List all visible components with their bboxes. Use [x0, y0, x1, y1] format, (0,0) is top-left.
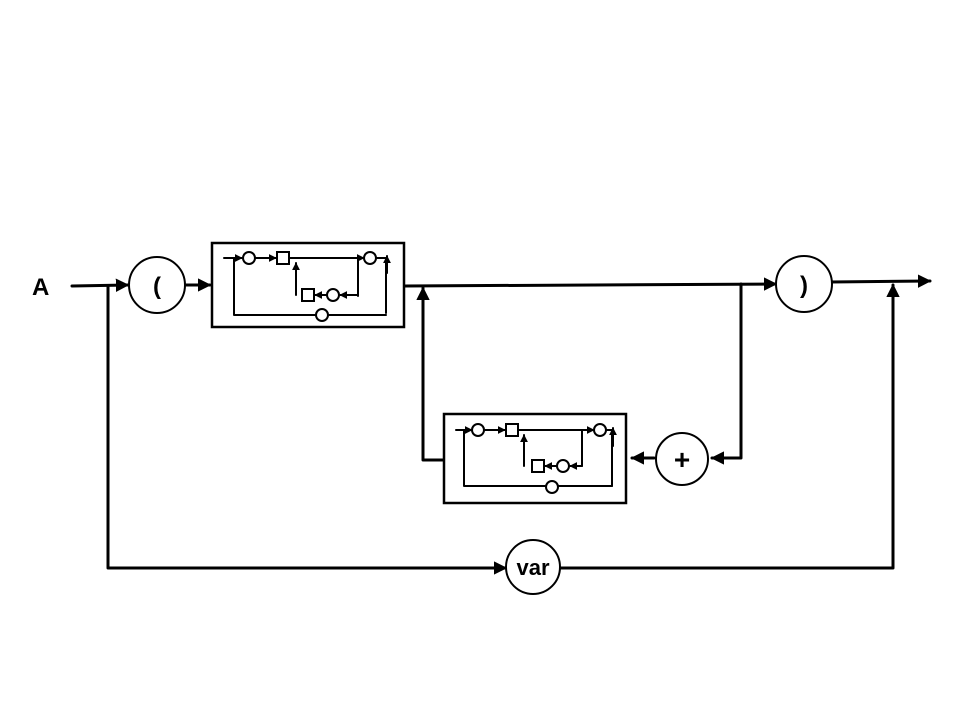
nonterminal-label: A: [32, 274, 49, 301]
exit-wire: [828, 274, 932, 288]
close-paren-text: ): [800, 272, 808, 299]
var-text: var: [516, 555, 549, 580]
main-wires: [70, 274, 932, 575]
var-bypass-in-wire: [106, 284, 508, 575]
plus-terminal: +: [655, 432, 709, 486]
entry-wire: [70, 278, 130, 292]
repeat-up-wire: [416, 286, 446, 462]
repeat-down-wire: [710, 282, 743, 465]
plus-text: +: [674, 444, 690, 475]
var-terminal: var: [505, 539, 561, 595]
nested-diagram-box-top: [210, 241, 406, 329]
nested-diagram-box-bottom: [442, 412, 628, 505]
open-paren-terminal: (: [128, 256, 186, 314]
close-paren-terminal: ): [775, 255, 833, 313]
var-bypass-out-wire: [558, 283, 900, 570]
open-paren-text: (: [153, 273, 161, 300]
box-to-close-paren-wire: [402, 277, 778, 291]
